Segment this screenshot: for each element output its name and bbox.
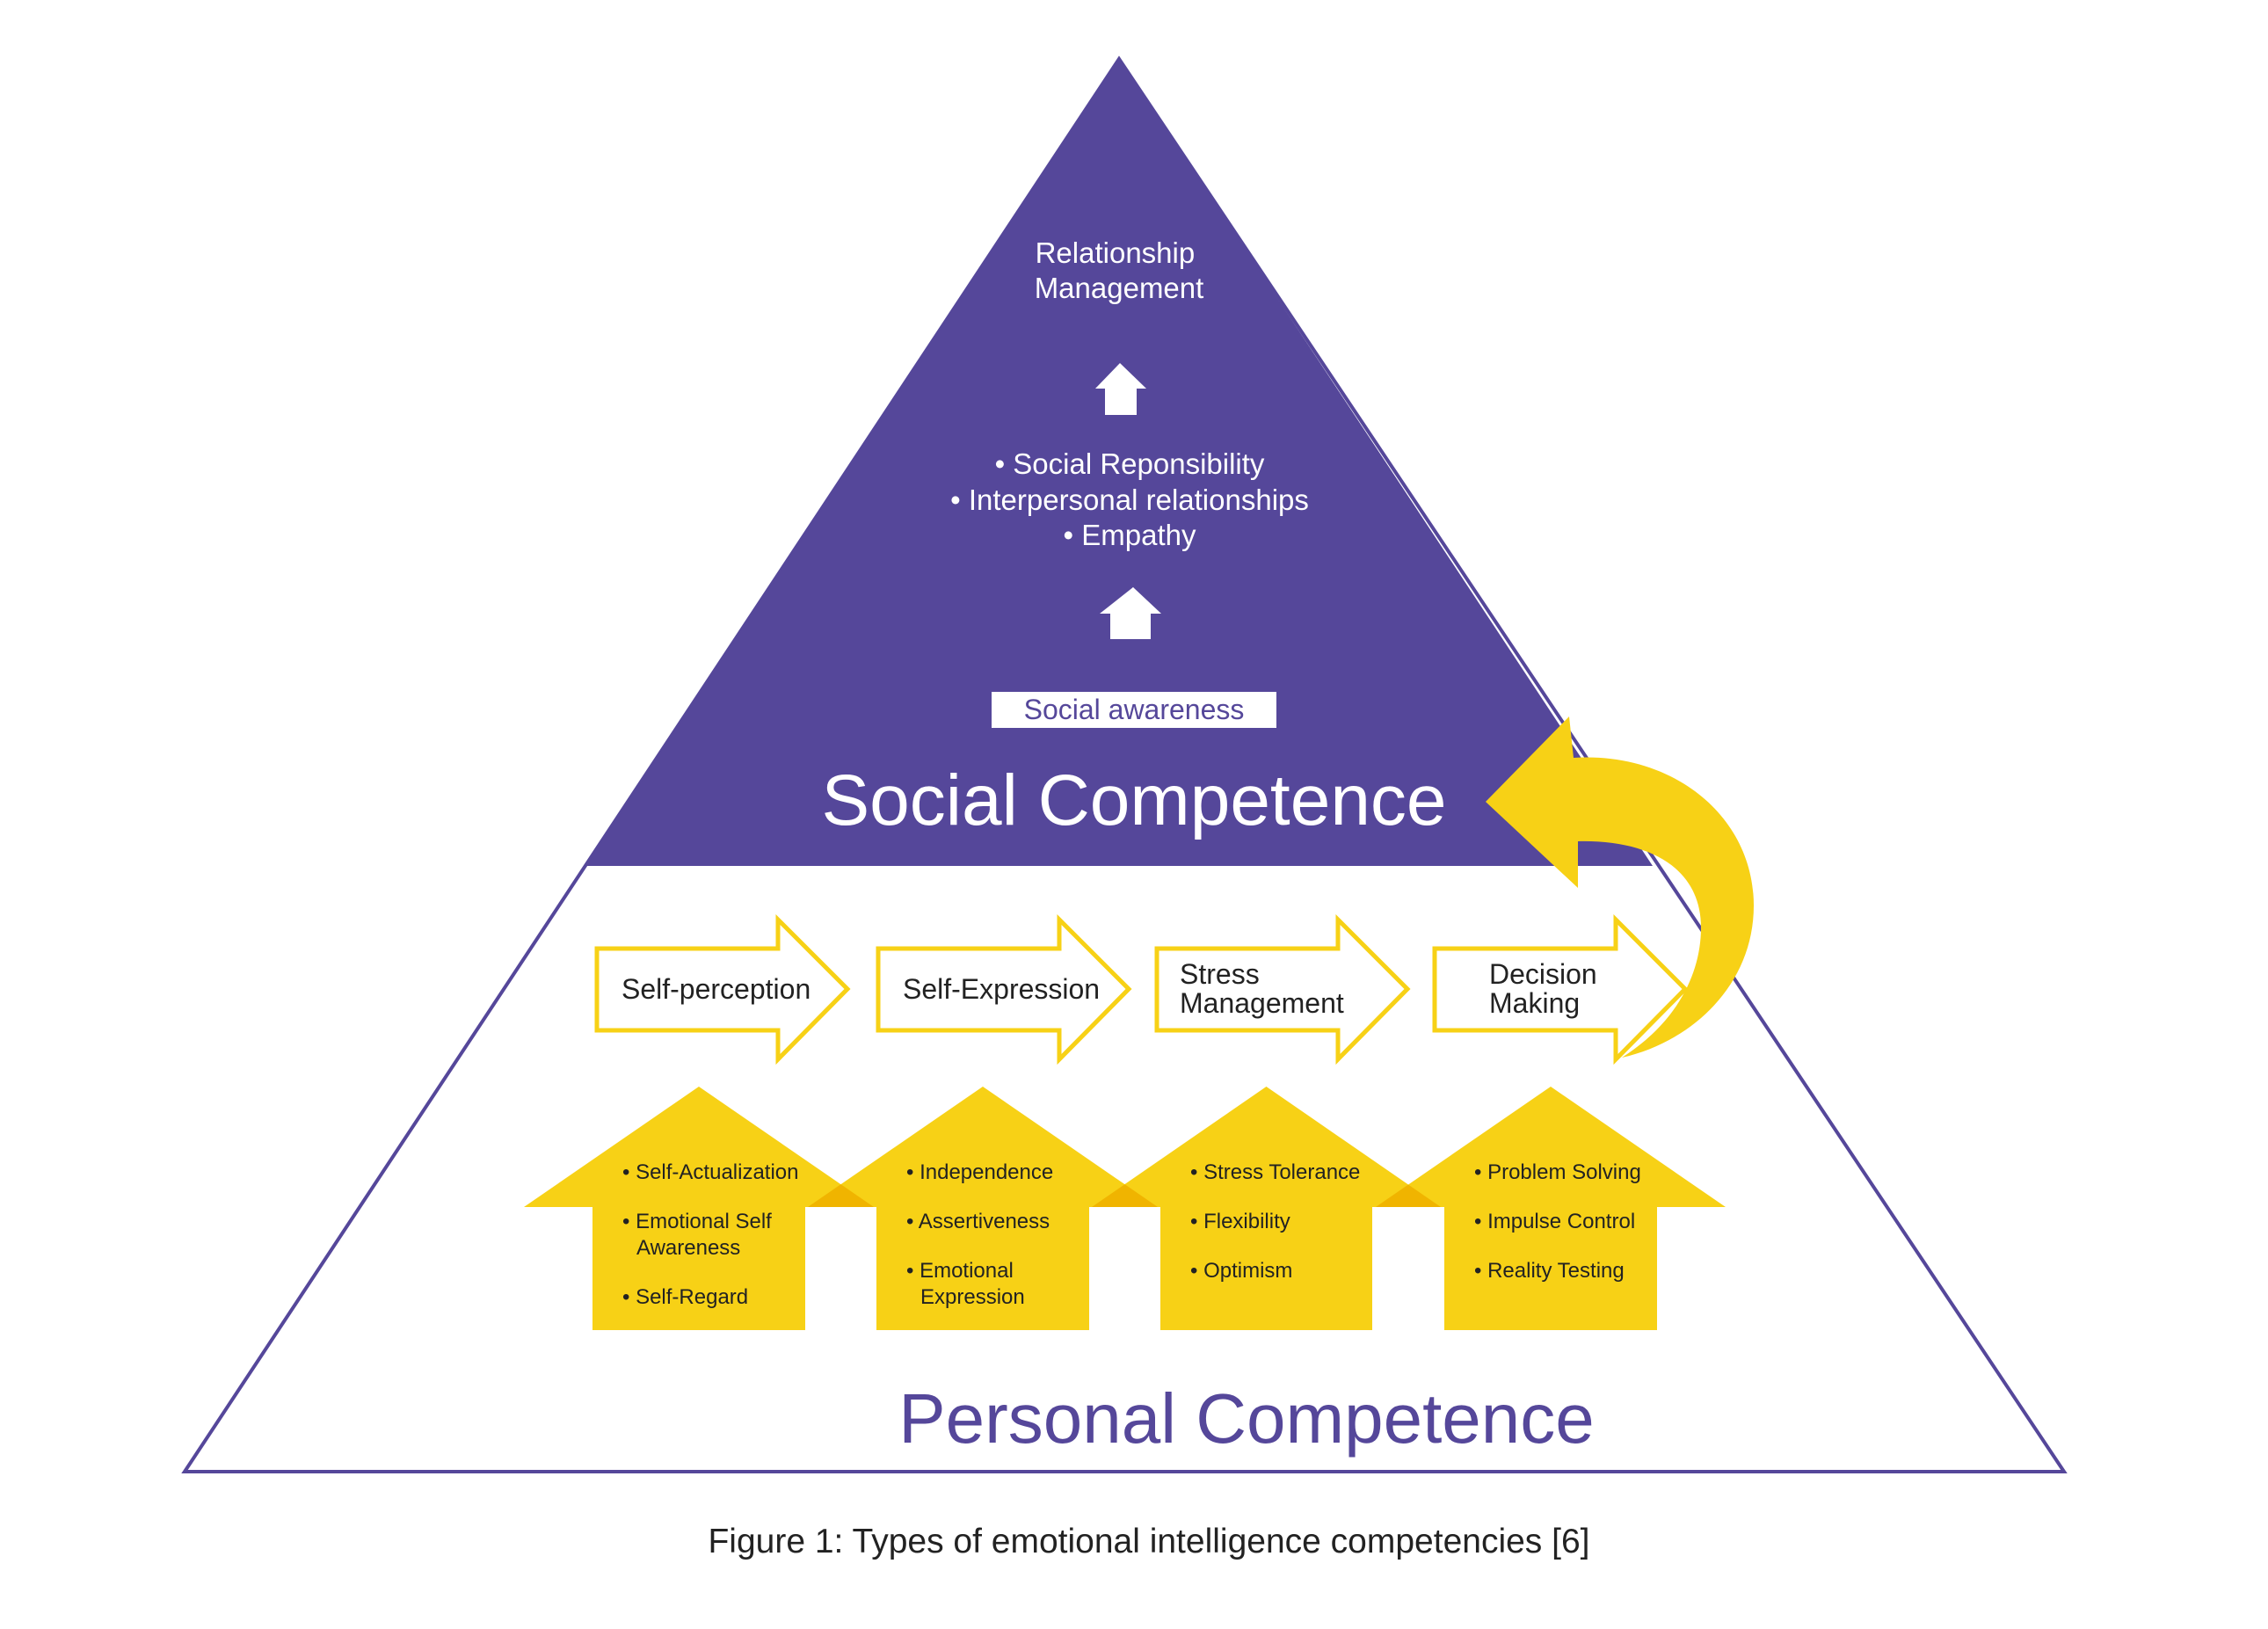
- process-arrow: Self-Expression: [876, 913, 1132, 1065]
- bullet-icon: •: [622, 1285, 636, 1309]
- bullet-icon: •: [906, 1160, 920, 1184]
- pillar-shape: [1376, 1087, 1726, 1330]
- competency-pillar: [808, 1087, 1158, 1330]
- bullet-icon: •: [995, 447, 1014, 480]
- pillar-overlap: [1092, 1184, 1158, 1207]
- personal-competence-title: Personal Competence: [898, 1379, 1595, 1458]
- process-arrow: Self-perception: [594, 913, 851, 1065]
- pillar-shape: [808, 1087, 1158, 1330]
- bullet-icon: •: [1474, 1160, 1487, 1184]
- relationship-management-label: Relationship Management: [1035, 236, 1204, 304]
- bullet-icon: •: [950, 484, 969, 516]
- pillar-item: • Independence: [906, 1160, 1053, 1184]
- process-arrow-shape: [1154, 913, 1411, 1065]
- competency-pillar: [1092, 1087, 1441, 1330]
- pillar-item: • Problem Solving: [1474, 1160, 1641, 1184]
- competency-pillar: [1376, 1087, 1726, 1330]
- pillar-shape: [524, 1087, 874, 1330]
- pillar-item: • Self-Actualization: [622, 1160, 799, 1184]
- figure-caption: Figure 1: Types of emotional intelligenc…: [708, 1523, 1589, 1560]
- bullet-icon: •: [1190, 1160, 1203, 1184]
- curved-return-arrow: [1486, 716, 1754, 1058]
- bullet-icon: •: [906, 1259, 920, 1283]
- bullet-icon: •: [1190, 1259, 1203, 1283]
- relationship-line-2: Management: [1035, 272, 1204, 304]
- bullet-icon: •: [1190, 1210, 1203, 1233]
- bullet-icon: •: [1064, 519, 1082, 551]
- bullet-icon: •: [1474, 1210, 1487, 1233]
- social-skills-list: • Social Reponsibility • Interpersonal r…: [950, 447, 1309, 551]
- bullet-icon: •: [622, 1210, 636, 1233]
- pillar-item: • Self-Regard: [622, 1285, 748, 1309]
- pillar-item: • Optimism: [1190, 1259, 1292, 1283]
- process-arrow-shape: [594, 913, 851, 1065]
- process-arrow-label: Self-Expression: [903, 973, 1100, 1005]
- process-arrow-shape: [1432, 913, 1689, 1065]
- pillar-item: • Impulse Control: [1474, 1210, 1635, 1233]
- social-awareness-label: Social awareness: [1024, 694, 1245, 725]
- social-skill-item: • Empathy: [1064, 519, 1196, 551]
- bullet-icon: •: [1474, 1259, 1487, 1283]
- process-arrow-shape: [876, 913, 1132, 1065]
- up-arrow-icon: [1095, 363, 1146, 415]
- process-arrow-label: Self-perception: [622, 973, 811, 1005]
- pillar-overlap: [1376, 1184, 1441, 1207]
- competency-pillar: [524, 1087, 874, 1330]
- pillar-item: • Flexibility: [1190, 1210, 1290, 1233]
- social-skill-item: • Social Reponsibility: [995, 447, 1265, 480]
- social-competence-title: Social Competence: [821, 760, 1446, 840]
- pillar-shape: [1092, 1087, 1441, 1330]
- pillar-item: • Assertiveness: [906, 1210, 1050, 1233]
- bullet-icon: •: [906, 1210, 919, 1233]
- bullet-icon: •: [622, 1160, 636, 1184]
- pillar-item: • Stress Tolerance: [1190, 1160, 1360, 1184]
- social-awareness-box: [992, 692, 1276, 728]
- up-arrow-icon: [1105, 587, 1161, 639]
- pillar-item: • Reality Testing: [1474, 1259, 1625, 1283]
- social-skill-item: • Interpersonal relationships: [950, 484, 1309, 516]
- relationship-line-1: Relationship: [1036, 236, 1196, 269]
- social-competence-region: [586, 59, 1653, 866]
- pillar-overlap: [808, 1184, 874, 1207]
